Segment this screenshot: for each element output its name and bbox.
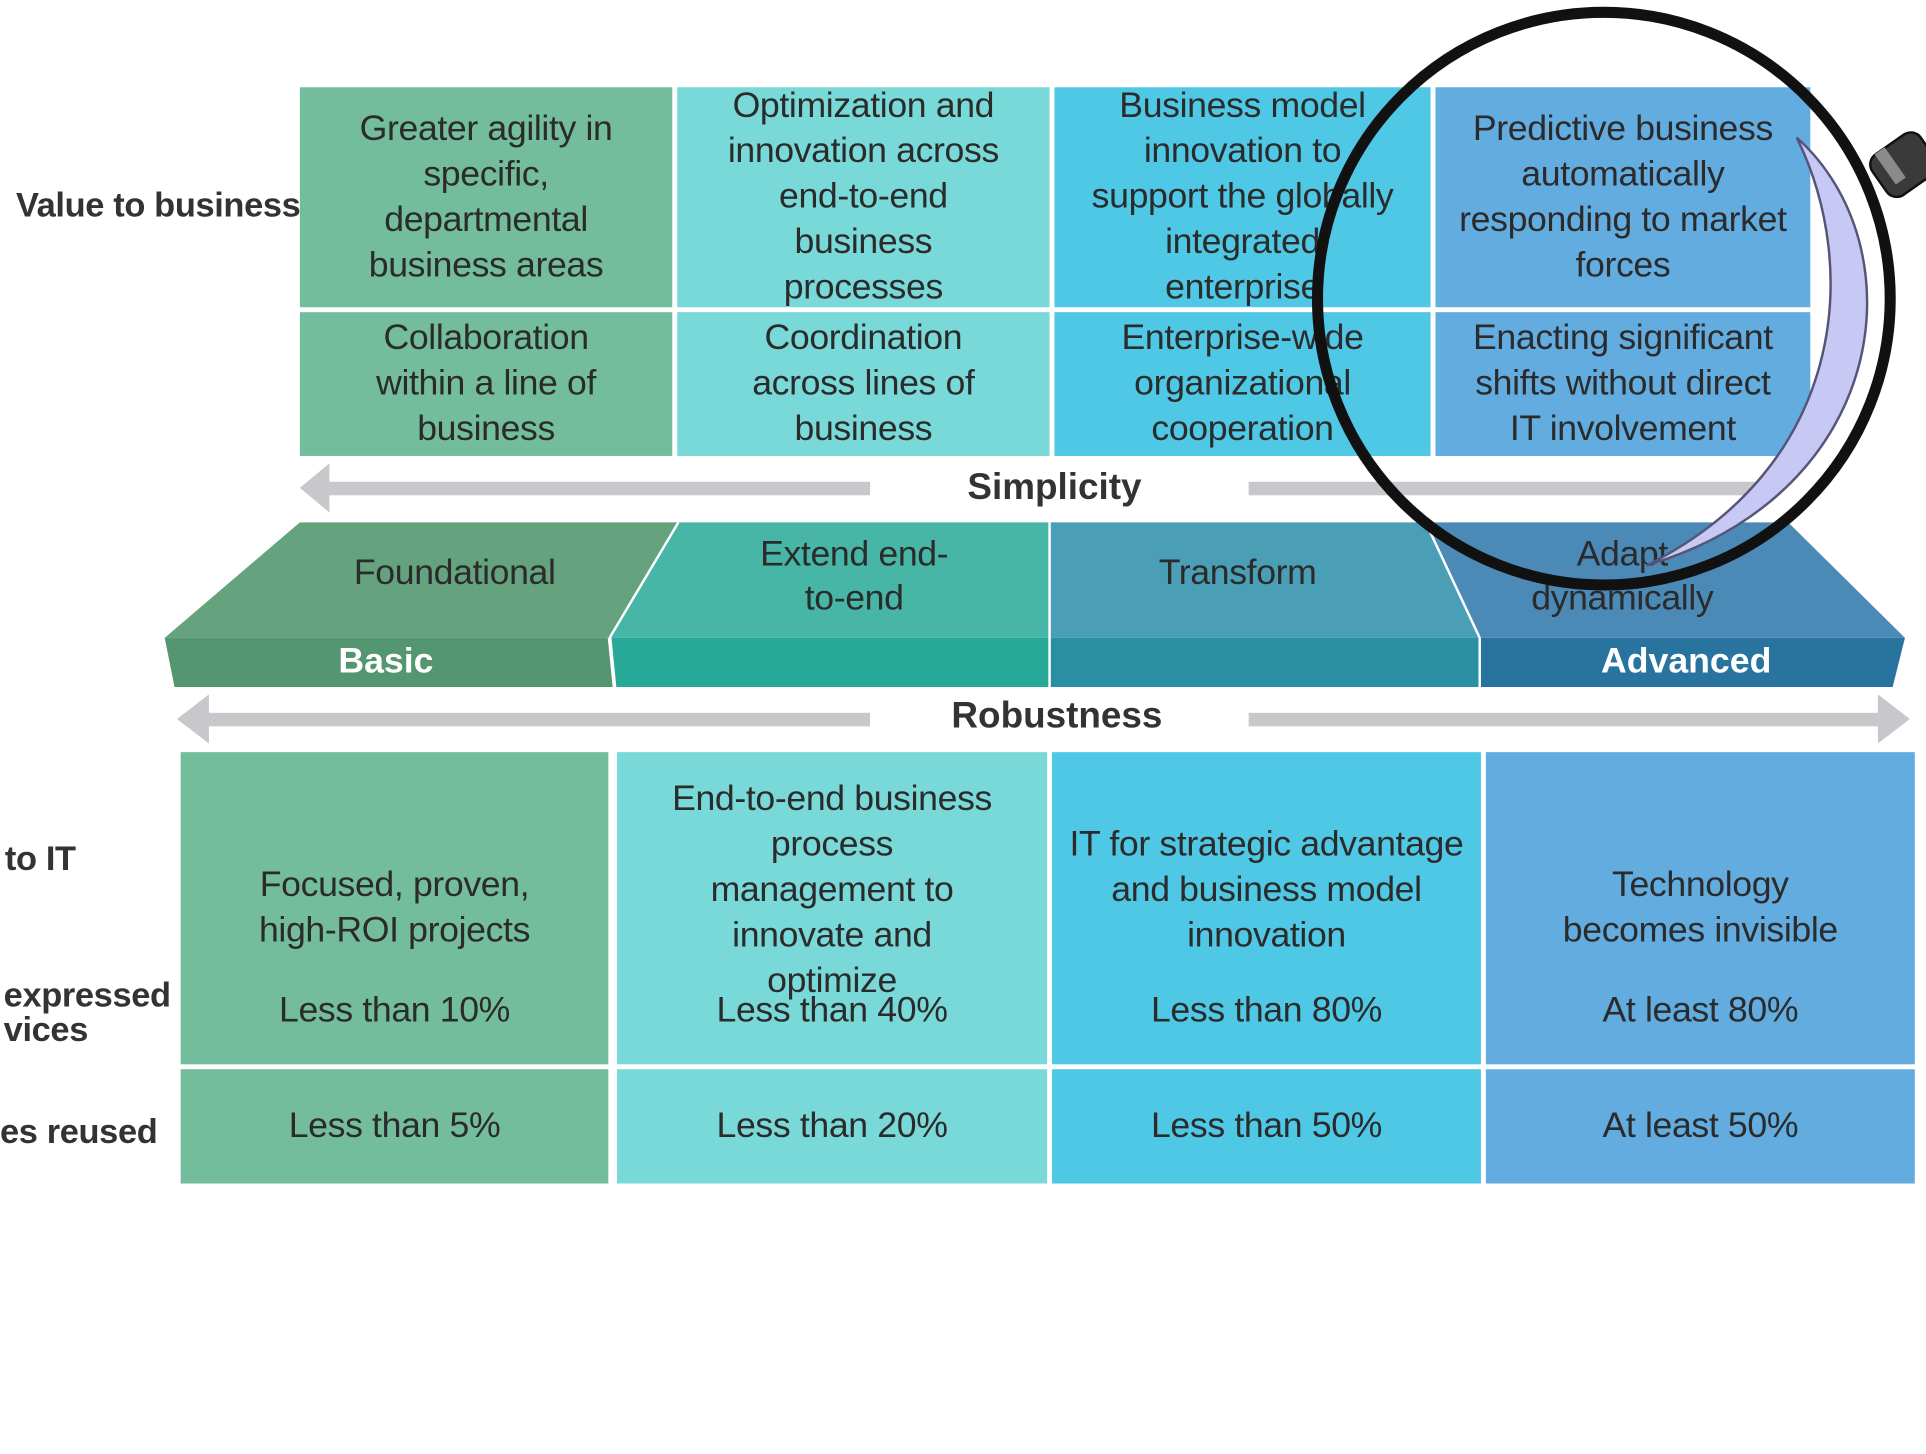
reused-cell-2: Less than 20% xyxy=(616,1069,1048,1184)
stage-transform: Transform xyxy=(1158,553,1317,593)
stage-extend: Extend end-to-end xyxy=(760,534,949,619)
it-cell-2: End-to-end business process management t… xyxy=(616,752,1048,1065)
level-basic: Basic xyxy=(338,641,434,681)
expressed-cell-4: At least 80% xyxy=(1602,989,1799,1030)
band-basic xyxy=(164,637,615,688)
row-label-expressed-1: expressed xyxy=(3,975,171,1014)
collab-cell-2: Coordination across lines of business xyxy=(677,312,1050,456)
row-label-it: to IT xyxy=(4,839,76,878)
expressed-cell-1: Less than 10% xyxy=(279,989,511,1030)
it-cell-4: Technology becomes invisible xyxy=(1485,752,1915,1065)
row-label-reused: es reused xyxy=(0,1112,158,1151)
stage-shape-1 xyxy=(164,522,679,638)
value-cell-2: Optimization and innovation across end-t… xyxy=(677,86,1050,307)
expressed-cell-3: Less than 80% xyxy=(1150,989,1382,1030)
value-cell-1: Greater agility in specific, departmenta… xyxy=(299,87,673,308)
row-label-value: Value to business xyxy=(15,185,301,224)
it-cell-1: Focused, proven, high-ROI projects xyxy=(180,752,609,1065)
diagram-shapes xyxy=(164,463,1910,744)
robustness-arrow xyxy=(176,694,1910,744)
band-3 xyxy=(1049,637,1480,688)
simplicity-label: Simplicity xyxy=(967,467,1142,508)
expressed-cell-2: Less than 40% xyxy=(716,989,948,1030)
reused-cell-3: Less than 50% xyxy=(1052,1069,1481,1184)
stage-band xyxy=(164,521,1905,688)
robustness-label: Robustness xyxy=(951,695,1163,737)
reused-cell-4: At least 50% xyxy=(1485,1069,1915,1184)
band-2 xyxy=(609,637,1050,688)
row-label-expressed-2: vices xyxy=(3,1010,89,1049)
it-cell-3: IT for strategic advantage and business … xyxy=(1052,752,1481,1065)
collab-cell-1: Collaboration within a line of business xyxy=(299,312,673,456)
stage-shape-2 xyxy=(609,522,1050,638)
level-advanced: Advanced xyxy=(1601,641,1772,681)
reused-cell-1: Less than 5% xyxy=(180,1069,609,1184)
band-advanced xyxy=(1479,637,1905,688)
stage-adapt: Adapt dynamically xyxy=(1531,534,1714,619)
stage-foundational: Foundational xyxy=(353,553,556,593)
